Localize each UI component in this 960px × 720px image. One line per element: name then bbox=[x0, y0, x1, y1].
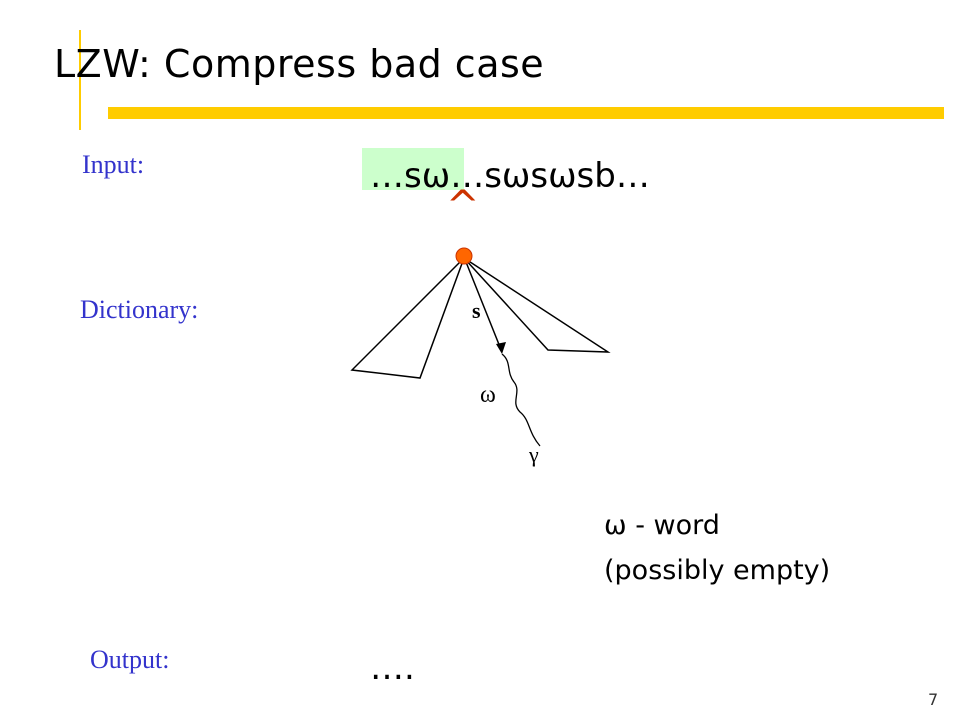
dictionary-label: Dictionary: bbox=[80, 295, 199, 324]
title-underline-bar bbox=[108, 107, 944, 119]
legend-possibly-empty: (possibly empty) bbox=[604, 555, 831, 586]
page-number: 7 bbox=[928, 690, 939, 709]
input-string: …sω…sωsωsb… bbox=[370, 156, 650, 196]
input-label: Input: bbox=[82, 150, 145, 179]
slide-title: LZW: Compress bad case bbox=[54, 42, 545, 86]
legend-word-definition: ω - word bbox=[604, 510, 720, 541]
input-rest-part: …sωsωsb… bbox=[450, 156, 650, 196]
gamma-label: γ bbox=[528, 442, 539, 467]
output-label: Output: bbox=[90, 645, 170, 674]
s-edge-arrowhead bbox=[496, 342, 506, 354]
output-value: …. bbox=[370, 648, 415, 688]
right-subtree bbox=[463, 257, 611, 353]
left-subtree bbox=[350, 257, 465, 379]
root-node bbox=[455, 247, 473, 265]
omega-label: ω bbox=[480, 382, 496, 408]
s-edge bbox=[465, 261, 503, 353]
title-accent-tick bbox=[79, 30, 81, 130]
caret-marker: ^ bbox=[446, 183, 480, 229]
omega-path bbox=[501, 353, 541, 447]
input-highlighted-part: …sω bbox=[370, 156, 451, 196]
input-highlight bbox=[362, 148, 464, 190]
edge-s-label: s bbox=[472, 298, 481, 323]
